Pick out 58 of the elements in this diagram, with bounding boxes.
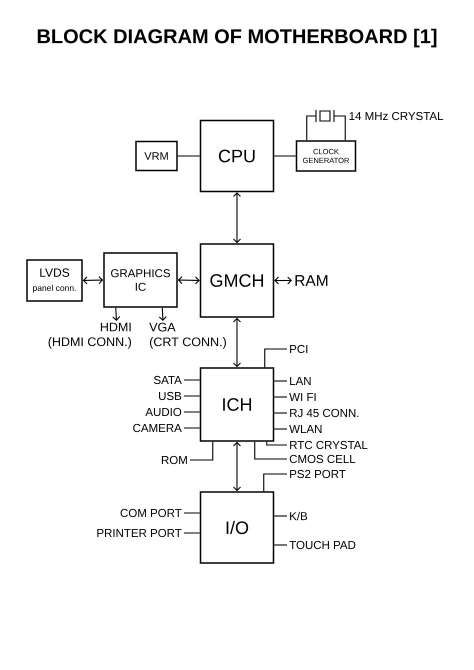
connector-line <box>184 427 200 429</box>
component-label: AUDIO <box>145 408 182 416</box>
component-label: CAMERA <box>133 424 182 432</box>
component-box: GRAPHICS IC <box>103 252 178 308</box>
component-label: LAN <box>290 377 311 385</box>
component-label: WLAN <box>289 425 322 433</box>
connector-line <box>274 544 287 546</box>
connector-line <box>334 115 346 140</box>
component-label: RTC CRYSTAL <box>290 440 368 450</box>
connector-line <box>254 442 287 460</box>
double-arrow <box>82 276 104 284</box>
component-box: ICH <box>200 367 274 442</box>
connector-line <box>274 428 287 430</box>
double-arrow <box>233 192 241 244</box>
component-label: CMOS CELL <box>290 454 356 464</box>
component-box: VRM <box>135 140 178 172</box>
component-label: USB <box>159 392 182 400</box>
double-arrow <box>233 318 241 368</box>
component-box: I/O <box>200 491 274 564</box>
connector-line <box>184 532 200 534</box>
component-label: HDMI (HDMI CONN.) <box>48 322 131 349</box>
arrow <box>112 308 120 321</box>
connector-line <box>264 348 287 368</box>
component-box: CPU <box>200 120 274 192</box>
connector-line <box>184 411 200 413</box>
component-label: COM PORT <box>120 508 182 518</box>
connector-line <box>274 396 287 398</box>
component-label: K/B <box>290 512 308 520</box>
connector-line <box>274 515 287 517</box>
connector-line <box>274 380 287 382</box>
component-label: TOUCH PAD <box>289 540 356 550</box>
connector-line <box>190 442 214 461</box>
diagram-title: BLOCK DIAGRAM OF MOTHERBOARD [1] <box>38 28 436 48</box>
double-arrow <box>178 276 200 284</box>
connector-line <box>184 379 200 381</box>
double-arrow <box>233 442 241 492</box>
component-label: 14 MHz CRYSTAL <box>350 112 444 120</box>
component-box: GMCH <box>200 243 274 318</box>
component-box: LVDS panel conn. <box>26 259 83 302</box>
connector-line <box>266 442 287 446</box>
connector-line <box>178 155 200 157</box>
arrow <box>158 308 167 321</box>
component-label: ROM <box>162 456 187 464</box>
component-label: PRINTER PORT <box>97 528 182 538</box>
component-label: RAM <box>295 275 328 286</box>
connector-line <box>184 512 200 514</box>
component-label: PCI <box>290 344 308 354</box>
component-label: SATA <box>154 376 182 384</box>
component-label: WI FI <box>289 393 316 401</box>
component-label: RJ 45 CONN. <box>290 408 358 418</box>
connector-line <box>184 395 200 397</box>
connector-line <box>263 473 287 492</box>
double-arrow <box>274 276 292 284</box>
component-label: PS2 PORT <box>290 470 346 478</box>
connector-line <box>274 155 296 157</box>
connector-line <box>306 115 316 140</box>
component-label: VGA (CRT CONN.) <box>149 322 226 349</box>
connector-line <box>274 412 287 414</box>
